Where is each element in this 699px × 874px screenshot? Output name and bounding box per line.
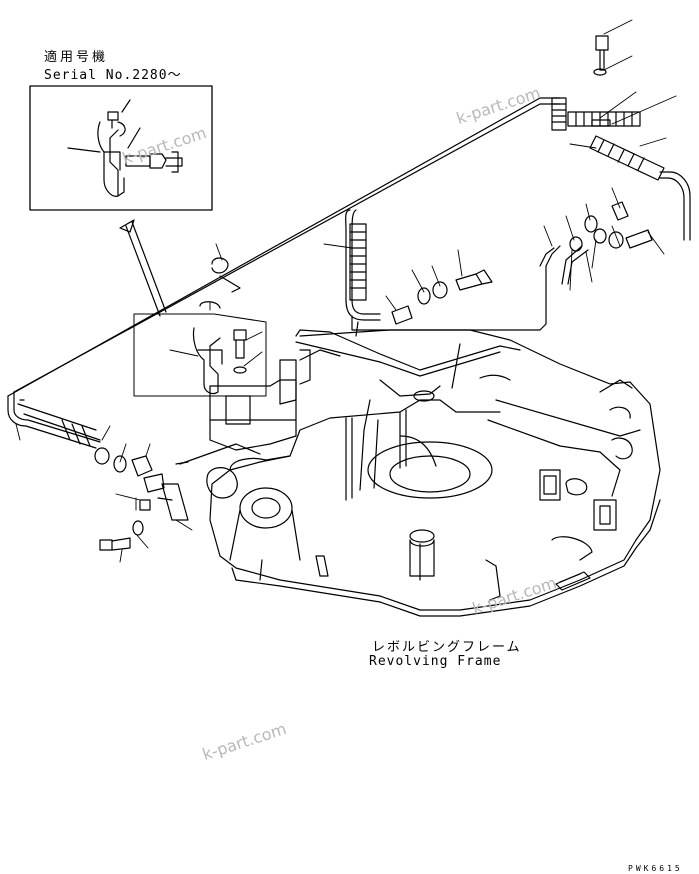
detail-inset [29,85,213,211]
coil-sleeves [17,97,665,447]
detail-arrow [119,219,167,317]
serial-label-jp: 適用号機 [44,50,109,65]
serial-number-label: Serial No.2280～ [44,68,182,83]
bracket-assembly [133,301,267,397]
revolving-frame [175,329,661,617]
frame-label-en: Revolving Frame [369,654,502,669]
frame-label-jp: レボルビングフレーム [372,640,522,655]
leader-lines [15,19,677,563]
drawing-code: PWK6615 [628,864,683,873]
